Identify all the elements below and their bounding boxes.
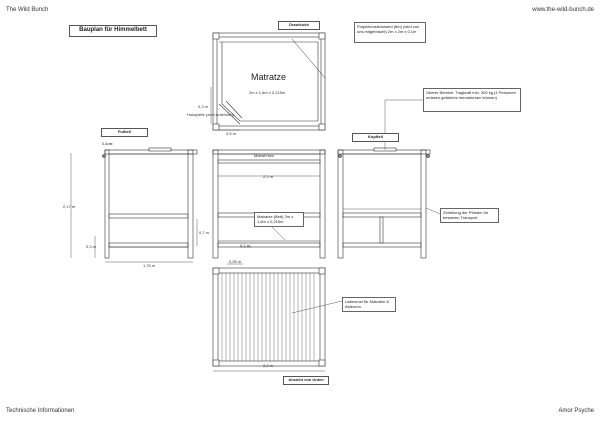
dim-total-height: 2,17 m [63, 204, 76, 209]
dim-side-width: 2,2 m [263, 174, 274, 179]
slats [221, 273, 315, 361]
foot-view [104, 147, 198, 259]
dim-side-height: 0,7 m [199, 230, 210, 235]
dim-bottom-width: 2,2 m [263, 363, 274, 368]
label-head-view: Kopfteil [352, 133, 399, 142]
dim-foot-low: 0,3 m [86, 244, 97, 249]
header-left: The Wild Bunch [6, 7, 49, 13]
head-view [102, 99, 441, 259]
dim-top-width: 0,5 m [226, 131, 237, 136]
mattress-size: 2m x 1,6m x 0,215m [249, 90, 286, 95]
projection-note: Projektionsleinwand (6m) (wird von uns m… [354, 22, 426, 43]
header-right: www.the-wild-bunch.de [532, 7, 594, 13]
mattress-note: Matratze (Bett) 2m x 1,6m x 0,215m [254, 212, 304, 227]
mattress-label: Matratze [251, 72, 287, 82]
label-foot-view: Fußteil [101, 128, 148, 137]
frame-top-note: Oberer Bereich: Tragkraft min. 300 kg (4… [423, 88, 521, 112]
dim-foot-width: 1,75 m [143, 263, 156, 268]
slats-note: Lattenrost für Matratze & Akteuren [342, 297, 396, 312]
label-bottom-view: Ansicht von Unten [283, 376, 329, 385]
bottom-view [212, 267, 343, 367]
footer-left: Technische Informationen [6, 408, 75, 414]
label-top-view: Draufsicht [278, 21, 320, 30]
matrahmen-label: Matrahmen [254, 153, 275, 158]
wood-plate-note: Holzplatte (zum Anlehnen) [187, 112, 234, 117]
dim-slat-width: 0,05 m [229, 259, 242, 264]
dim-post-width: 0,1 m [102, 141, 113, 146]
page-title: Bauplan für Himmelbett [69, 25, 157, 37]
top-view [212, 32, 326, 131]
split-note: Zerteilung der Pfosten für besseren Tran… [440, 208, 499, 223]
dim-top-height: 0,3 m [198, 104, 209, 109]
side-view [212, 149, 326, 259]
dim-side-gap: 0,1 m [240, 243, 251, 248]
footer-right: Amor Psyche [558, 408, 594, 414]
